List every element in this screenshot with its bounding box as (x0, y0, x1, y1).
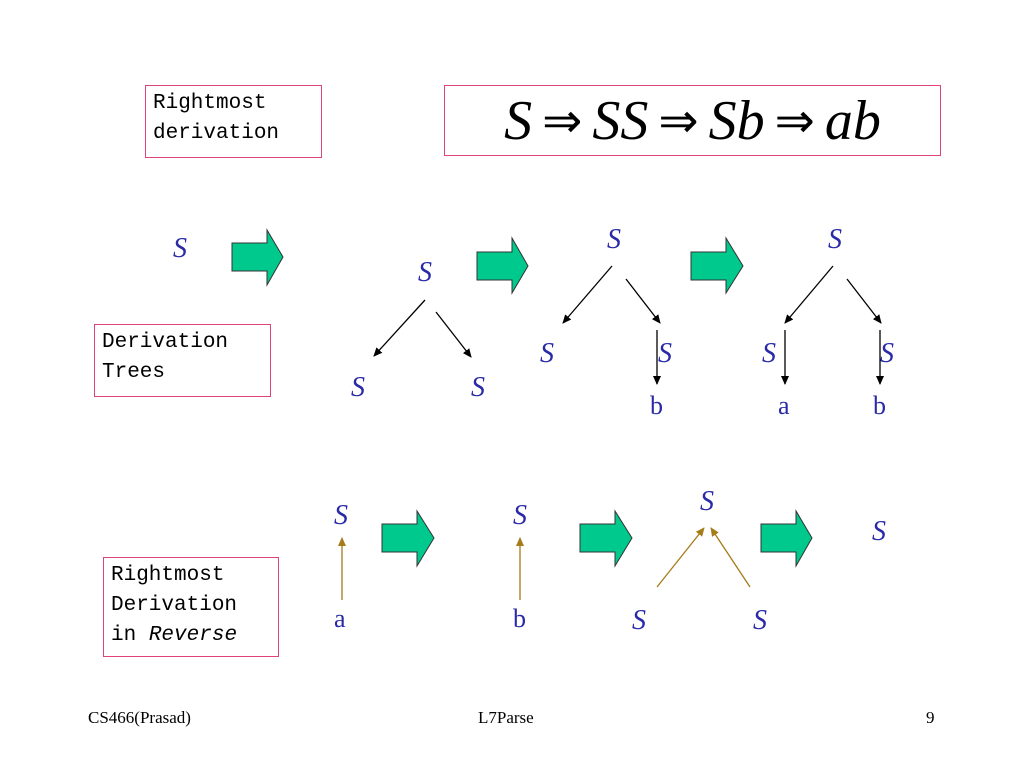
step-arrow (231, 228, 284, 287)
formula-term: SS (592, 89, 649, 152)
start-symbol: S (173, 233, 187, 264)
rightmost-derivation-label: Rightmost derivation (145, 85, 322, 158)
reverse-edge (656, 527, 705, 588)
label-line: Derivation (102, 331, 229, 354)
reverse-leaf: b (513, 604, 526, 633)
label-line: Rightmost (111, 564, 225, 587)
footer-lecture: L7Parse (478, 708, 534, 727)
reverse-node: S (753, 605, 767, 636)
step-arrow (381, 509, 435, 568)
reverse-node: S (632, 605, 646, 636)
tree-leaf: a (778, 391, 790, 420)
label-line: Trees (102, 361, 166, 384)
reverse-derivation-label: Rightmost Derivation in Reverse (103, 557, 279, 657)
tree-node: S (351, 372, 365, 403)
tree-edge (625, 278, 661, 324)
tree-node: S (762, 338, 776, 369)
step-arrow (579, 509, 633, 568)
tree-edge (562, 265, 613, 324)
formula-term: S (504, 89, 533, 152)
tree-node: S (828, 224, 842, 255)
reverse-node: S (700, 486, 714, 517)
tree-node: S (418, 257, 432, 288)
tree-node: S (658, 338, 672, 369)
label-line: Rightmost (153, 92, 267, 115)
step-arrow (690, 236, 744, 295)
formula-term: Sb (708, 89, 765, 152)
tree-node: S (540, 338, 554, 369)
label-in-word: in (111, 624, 137, 647)
implies-symbol: ⇒ (658, 94, 699, 148)
tree-node: S (880, 338, 894, 369)
formula-term: ab (824, 89, 881, 152)
label-reverse-word: Reverse (148, 624, 238, 647)
page-number: 9 (926, 708, 935, 727)
implies-symbol: ⇒ (542, 94, 583, 148)
footer-course: CS466(Prasad) (88, 708, 191, 727)
tree-leaf: b (650, 391, 663, 420)
label-line: Derivation (111, 594, 238, 617)
implies-symbol: ⇒ (774, 94, 815, 148)
tree-edge (784, 265, 834, 324)
reverse-node: S (513, 500, 527, 531)
tree-edge (435, 311, 472, 358)
derivation-formula-box: S ⇒ SS ⇒ Sb ⇒ ab (444, 85, 941, 156)
derivation-trees-label: Derivation Trees (94, 324, 271, 397)
label-line: derivation (153, 122, 280, 145)
reverse-node: S (334, 500, 348, 531)
label-line: in Reverse (111, 621, 271, 651)
tree-node: S (471, 372, 485, 403)
tree-edge (846, 278, 882, 324)
reverse-edge (710, 527, 751, 588)
tree-node: S (607, 224, 621, 255)
step-arrow (760, 509, 813, 568)
step-arrow (476, 236, 529, 295)
tree-edge (373, 299, 426, 357)
derivation-formula: S ⇒ SS ⇒ Sb ⇒ ab (445, 86, 940, 155)
reverse-node: S (872, 516, 886, 547)
tree-leaf: b (873, 391, 886, 420)
reverse-leaf: a (334, 604, 346, 633)
